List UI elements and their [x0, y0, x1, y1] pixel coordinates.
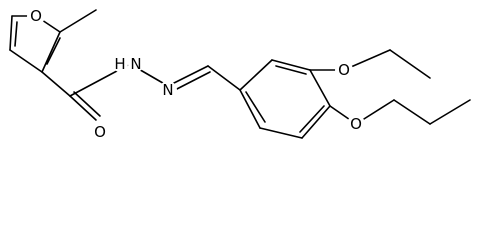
bonds [9, 9, 471, 139]
bond-ethoxy-ch3 [389, 49, 431, 79]
bond-butoxy-c3 [429, 99, 471, 125]
atom-n2-label: N [162, 81, 173, 99]
bond-furan-c4-c3 [9, 49, 43, 73]
bond-imine-double-a [167, 65, 209, 87]
bond-ring-2 [271, 59, 311, 71]
atom-labels: O O H N N O O [27, 7, 365, 141]
bond-ring-2-inner [275, 65, 307, 75]
bond-carbonyl-double-b [73, 91, 101, 117]
atom-n1: N [128, 55, 144, 73]
atom-nh-hydrogen: H [112, 55, 128, 73]
bond-carbonyl-double-a [69, 95, 97, 121]
bond-furan-c3-c2-inner [46, 37, 61, 65]
bond-imine-aryl [207, 65, 241, 91]
atom-o-carbonyl: O [91, 123, 109, 141]
atom-o-furan-label: O [30, 7, 42, 25]
bond-imine-double-b [170, 71, 211, 93]
atom-n1-label: N [130, 55, 141, 73]
bond-furan-c5-c4-inner [14, 21, 18, 47]
bond-methyl [59, 9, 97, 33]
atom-nh-hydrogen-label: H [114, 55, 125, 73]
bond-ring-5 [259, 127, 303, 139]
atom-n2: N [159, 81, 177, 99]
atom-o-furan: O [27, 7, 45, 25]
atom-o-ethoxy-label: O [338, 61, 350, 79]
bond-ring-3 [309, 69, 331, 107]
bond-butoxy-c2 [393, 99, 431, 125]
bond-c3-carbonyl [41, 71, 71, 97]
atom-o-ethoxy: O [335, 61, 353, 79]
molecule-structure: O O H N N O O [9, 7, 471, 141]
atom-o-butoxy: O [347, 115, 365, 133]
atom-o-butoxy-label: O [350, 115, 362, 133]
bond-ring-4 [301, 105, 331, 139]
bond-furan-c3-c2 [41, 31, 61, 73]
atom-o-carbonyl-label: O [94, 123, 106, 141]
bond-ring-6 [239, 89, 261, 129]
bond-ring-4-inner [299, 105, 325, 133]
bond-ring-1 [239, 59, 273, 91]
bond-ring-6-inner [245, 91, 266, 123]
bond-furan-c5-c4 [9, 15, 13, 51]
